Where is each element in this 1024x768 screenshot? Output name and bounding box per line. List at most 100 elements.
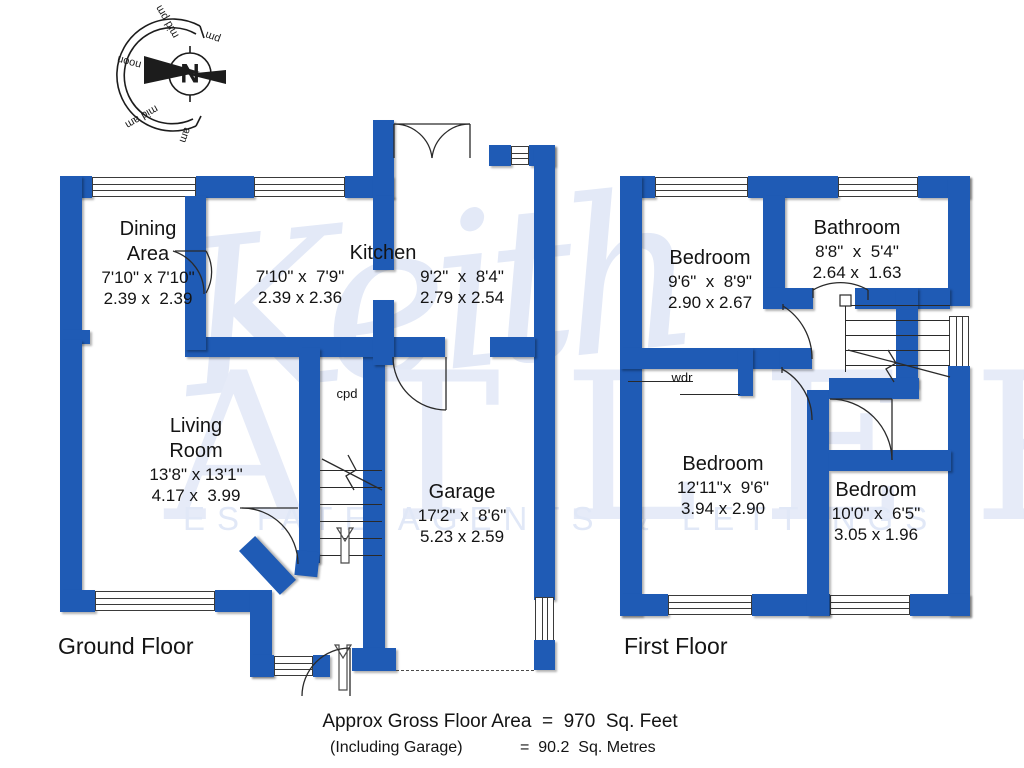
garage-door-opening-dashed [396,670,534,671]
ff-room-label-bedroom3: Bedroom [835,479,917,501]
wall-left-exterior-upper [60,176,82,334]
compass-needle-left [144,56,200,84]
room-dim-garage-imperial: 17'2" x 8'6" [417,506,507,525]
ff-room-label-bedroom1: Bedroom [669,247,751,269]
ff-wall-cupboard-bottom [829,450,951,471]
room-label-living-line2: Room [169,440,223,462]
kitchen-door-swing [392,356,447,411]
wall-dining-kitchen-divider-upper [185,196,206,251]
wall-kitchen-right-lower [373,196,394,270]
first-floor-plan: Bedroom 9'6" x 8'9" 2.90 x 2.67 Bathroom… [600,0,1024,700]
stair-break-mark [345,454,357,491]
wall-living-bottom-left [60,590,95,612]
wall-porch-left-return [250,590,272,676]
wall-hall-garage-divider [363,337,385,649]
room-label-dining-line1: Dining [119,218,177,240]
stair-tread-1 [320,470,382,471]
compass-north-glyph: N [180,58,200,88]
front-door-swing [301,647,351,697]
ff-bed1-door-swing [782,305,813,360]
window-dining-top [92,177,196,197]
ff-floor-label-first: First Floor [624,633,728,659]
wall-top-pier-1 [196,176,254,198]
footer-area-metric: = 90.2 Sq. Metres [520,739,656,756]
ff-window-bedroom2-bottom [668,595,752,615]
ff-room-dim-bedroom1-metric: 2.90 x 2.67 [667,293,753,312]
ff-wall-landing-bed3-divider [807,390,829,616]
wall-living-bottom-right [215,590,253,612]
ff-room-dim-bedroom2-metric: 3.94 x 2.90 [680,499,766,518]
footer-area-line: Approx Gross Floor Area = 970 Sq. Feet [322,711,678,732]
ff-wall-bathroom-bottom-left [763,288,813,309]
compass-rose: N pm mid pm noon mid am am [108,3,258,144]
ff-wall-right-exterior-upper [948,176,970,306]
floor-label-ground: Ground Floor [58,633,194,659]
living-door-swing [241,507,299,565]
ff-wall-bottom-right-pier [910,594,970,616]
wall-kitchen-stub-cross [373,300,394,365]
compass-tick-pm [199,25,205,39]
compass-label-pm: pm [204,29,222,46]
ff-stair-stringer [845,300,846,372]
ff-wall-left-exterior [620,176,642,616]
wall-left-exterior-lower [60,340,82,608]
ff-stair-tread-2 [845,320,950,321]
window-garage-top [511,146,529,165]
room-dim-kitchen-imperial: 7'10" x 7'9" [255,267,345,286]
ff-wall-cupboard-top [829,378,919,399]
room-label-living-line1: Living [169,415,223,437]
wall-garage-right [534,145,555,600]
rear-door-swing-left [393,123,433,159]
ff-stair-tread-3 [845,335,950,336]
footer-including-garage: (Including Garage) [330,739,463,756]
ff-wall-bottom-left-pier [620,594,668,616]
ff-window-landing-right [949,316,969,369]
ff-room-dim-bathroom-imperial: 8'8" x 5'4" [815,242,899,261]
ff-annotation-wdr: wdr [671,370,693,385]
ff-wall-wardrobe-partition [738,348,753,396]
ff-window-bedroom3-bottom [830,595,910,615]
wall-garage-bottom-pier [352,648,396,671]
stair-tread-5 [320,538,382,539]
ff-wardrobe-rail-2 [680,394,740,395]
ff-bathroom-door-swing [812,281,869,291]
ff-wall-top-mid-pier [748,176,838,198]
ff-wall-stairhead-right [896,288,918,388]
wall-cpd-hall [299,348,320,563]
room-dim-living-imperial: 13'8" x 13'1" [149,465,243,484]
ff-bed2-door-swing [781,368,813,421]
stair-up-arrow [335,527,355,564]
room-dim-living-metric: 4.17 x 3.99 [151,486,241,505]
ground-floor-symbols [172,123,471,697]
ff-bed3-door-swing [829,398,893,461]
stair-tread-3 [320,504,382,505]
ff-stair-diagonal [847,349,951,378]
room-label-kitchen: Kitchen [349,242,417,264]
stair-tread-6 [320,555,382,556]
dining-door-swing [205,250,213,294]
window-kitchen-top [254,177,345,197]
compass-tick-am [195,115,202,127]
wall-garage-right-bottom [534,640,555,670]
stair-tread-2 [320,487,382,488]
stair-tread-4 [320,521,382,522]
room-dim-kitchen2-imperial: 9'2" x 8'4" [420,267,504,286]
room-dim-garage-metric: 5.23 x 2.59 [419,527,505,546]
ff-stair-tread-5 [845,365,950,366]
ff-wall-bed1-bottom-right [780,348,812,369]
ff-newel-post [839,294,852,307]
room-label-dining-line2: Area [126,243,170,265]
ff-window-bedroom1-top [655,177,748,197]
ff-room-dim-bedroom3-imperial: 10'0" x 6'5" [831,504,921,523]
wall-porch-bottom-pier [250,655,274,677]
ff-wardrobe-rail-1 [628,381,693,382]
room-dim-kitchen2-metric: 2.79 x 2.54 [419,288,505,307]
ff-room-dim-bedroom3-metric: 3.05 x 1.96 [833,525,919,544]
room-label-garage: Garage [428,481,496,503]
compass-label-mid-am: mid am [123,102,160,130]
wall-internal-horizontal-right-2 [490,337,535,357]
compass-arc-inner [123,26,197,125]
room-dim-dining-imperial: 7'10" x 7'10" [101,268,195,287]
ff-wall-right-exterior-lower [948,366,970,616]
